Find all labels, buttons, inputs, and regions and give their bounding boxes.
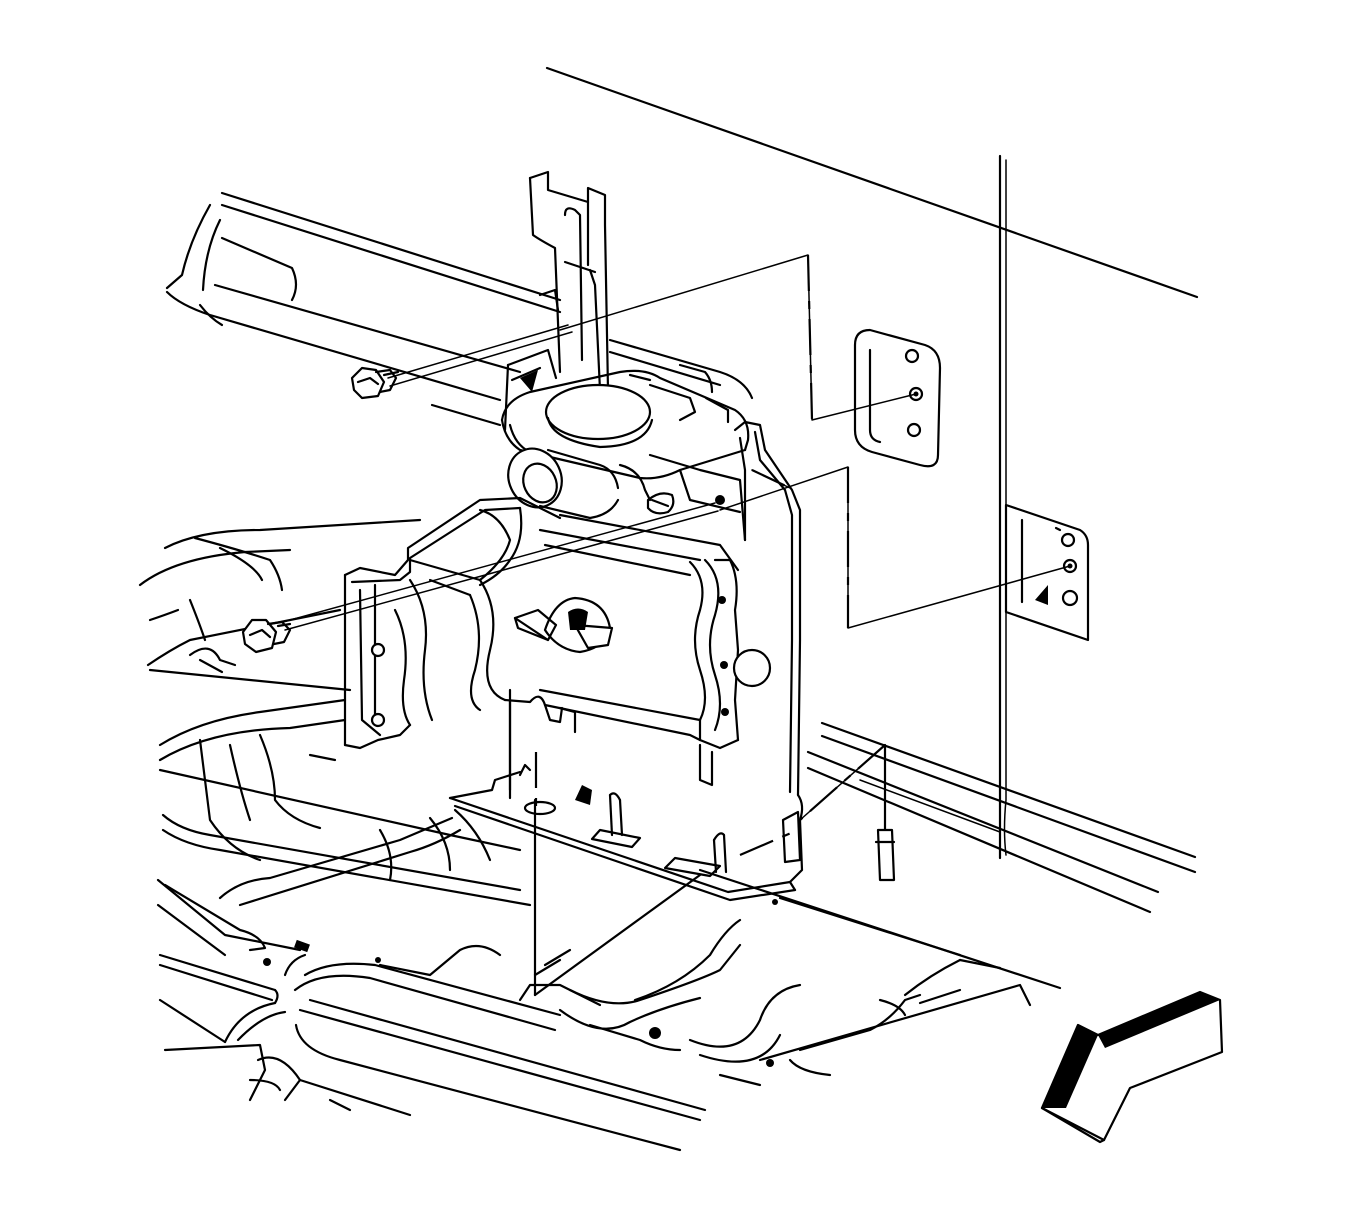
upper-bolt <box>350 324 573 400</box>
floor-stud <box>874 743 896 882</box>
mounting-bracket <box>448 170 804 905</box>
floor-pan <box>138 191 1062 1152</box>
leader-lines <box>534 254 1071 857</box>
module-housing <box>343 369 772 792</box>
lower-bolt <box>241 502 719 654</box>
direction-arrow <box>1040 990 1224 1144</box>
